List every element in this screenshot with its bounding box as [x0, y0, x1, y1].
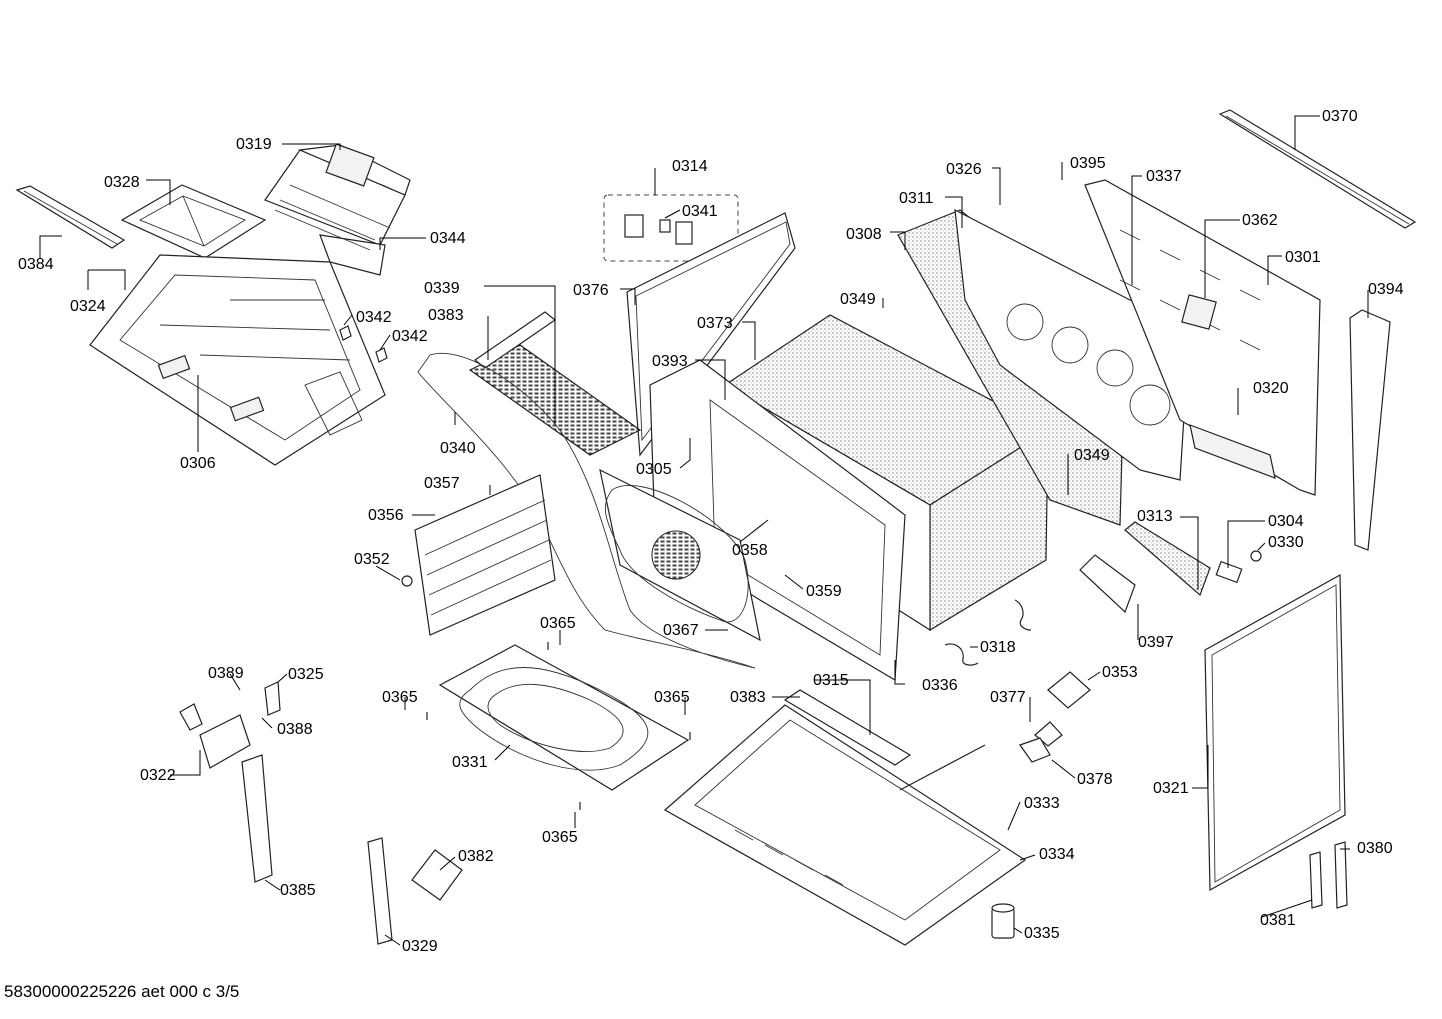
part-0356-side-rack [414, 474, 556, 636]
label-0334: 0334 [1039, 846, 1075, 863]
part-0394-side-rail [1349, 309, 1391, 551]
label-0333: 0333 [1024, 795, 1060, 812]
label-0326: 0326 [946, 161, 982, 178]
label-0311: 0311 [899, 190, 934, 207]
label-0352: 0352 [354, 551, 390, 568]
label-0341: 0341 [682, 203, 718, 220]
label-0380: 0380 [1357, 840, 1393, 857]
label-0331: 0331 [452, 754, 488, 771]
part-0322-hinge [179, 681, 281, 883]
part-labels: 0370 0319 0314 0326 0395 0337 0328 0341 … [18, 108, 1404, 955]
label-0395: 0395 [1070, 155, 1106, 172]
part-0333-bottom-panel [663, 689, 1027, 946]
part-0324-top-panel [89, 254, 386, 466]
label-0306: 0306 [180, 455, 216, 472]
label-0340: 0340 [440, 440, 476, 457]
label-0381: 0381 [1260, 912, 1296, 929]
label-0378: 0378 [1077, 771, 1113, 788]
part-0313-electronics [1079, 521, 1262, 614]
label-0385: 0385 [280, 882, 316, 899]
label-0397: 0397 [1138, 634, 1174, 651]
label-0337: 0337 [1146, 168, 1182, 185]
label-0304: 0304 [1268, 513, 1304, 530]
label-0362: 0362 [1242, 212, 1278, 229]
label-0308: 0308 [846, 226, 882, 243]
part-0362-motor [1181, 294, 1217, 330]
label-0349-bottom: 0349 [1074, 447, 1110, 464]
label-0376: 0376 [573, 282, 609, 299]
label-0342-a: 0342 [356, 309, 392, 326]
label-0377: 0377 [990, 689, 1026, 706]
label-0321: 0321 [1153, 780, 1189, 797]
part-0342-clips [339, 325, 388, 363]
part-0353-plates [1019, 671, 1091, 763]
label-0322: 0322 [140, 767, 176, 784]
label-0301: 0301 [1285, 249, 1321, 266]
part-0382-bracket [367, 837, 463, 945]
label-0339: 0339 [424, 280, 460, 297]
label-0325: 0325 [288, 666, 324, 683]
label-0393: 0393 [652, 353, 688, 370]
label-0358: 0358 [732, 542, 768, 559]
label-0329: 0329 [402, 938, 438, 955]
label-0336: 0336 [922, 677, 958, 694]
part-0380-brackets [1309, 841, 1348, 909]
label-0367: 0367 [663, 622, 699, 639]
part-0352-nut [401, 575, 413, 587]
label-0353: 0353 [1102, 664, 1138, 681]
part-0384-strip [15, 185, 126, 249]
part-0367-door-panel [599, 468, 761, 642]
label-0324: 0324 [70, 298, 106, 315]
label-0319: 0319 [236, 136, 272, 153]
label-0388: 0388 [277, 721, 313, 738]
document-reference: 58300000225226 aet 000 c 3/5 [4, 982, 240, 1001]
label-0370: 0370 [1322, 108, 1358, 125]
label-0365-b: 0365 [382, 689, 418, 706]
label-0314: 0314 [672, 158, 708, 175]
label-0335: 0335 [1024, 925, 1060, 942]
label-0373: 0373 [697, 315, 733, 332]
part-0331-drip-tray [438, 644, 690, 791]
part-0314-group [603, 194, 739, 262]
part-0365-screws [426, 642, 691, 810]
label-0357: 0357 [424, 475, 460, 492]
label-0356: 0356 [368, 507, 404, 524]
label-0365-d: 0365 [542, 829, 578, 846]
label-0394: 0394 [1368, 281, 1404, 298]
label-0383-top: 0383 [428, 307, 464, 324]
leader-lines [39, 115, 1369, 946]
part-0318-brackets [944, 599, 1032, 666]
label-0315: 0315 [813, 672, 849, 689]
label-0389: 0389 [208, 665, 244, 682]
label-0328: 0328 [104, 174, 140, 191]
label-0313: 0313 [1137, 508, 1173, 525]
part-0319-blower [264, 143, 411, 276]
label-0365-a: 0365 [540, 615, 576, 632]
label-0330: 0330 [1268, 534, 1304, 551]
label-0365-c: 0365 [654, 689, 690, 706]
label-0305: 0305 [636, 461, 672, 478]
label-0349-top: 0349 [840, 291, 876, 308]
part-0370-rail [1218, 109, 1417, 229]
part-0335-cylinder [991, 903, 1015, 939]
part-0321-side-panel [1204, 573, 1346, 892]
label-0383-bottom: 0383 [730, 689, 766, 706]
label-0320: 0320 [1253, 380, 1289, 397]
label-0342-b: 0342 [392, 328, 428, 345]
part-0328-tray [120, 184, 267, 259]
label-0384: 0384 [18, 256, 54, 273]
label-0382: 0382 [458, 848, 494, 865]
label-0344: 0344 [430, 230, 466, 247]
label-0318: 0318 [980, 639, 1016, 656]
label-0359: 0359 [806, 583, 842, 600]
